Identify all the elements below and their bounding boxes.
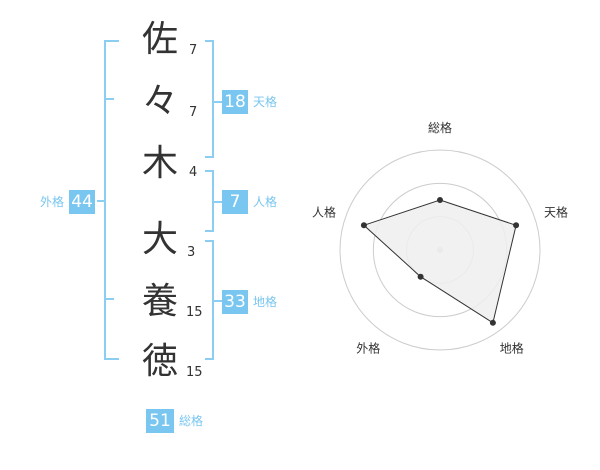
radar-point-2 [513,222,520,229]
radar-axis-label-2: 天格 [544,204,568,219]
radar-point-5 [360,222,367,229]
tenkaku-value: 18 [222,90,248,114]
radar-axis-label-5: 人格 [312,204,336,219]
name-char-4: 大 [141,219,178,260]
stroke-count-6: 15 [186,365,203,380]
radar-points [360,197,520,326]
gaikaku-result: 外格 44 [40,190,96,214]
radar-axis-label-3: 地格 [500,341,524,356]
jinkaku-result: 7 人格 [222,190,277,214]
jinkaku-label: 人格 [253,195,278,209]
chikaku-label: 地格 [253,295,278,309]
stroke-count-5: 15 [186,305,203,320]
soukaku-result: 51 総格 [146,409,203,433]
gaikaku-value: 44 [69,190,96,214]
stroke-count-1: 7 [189,43,198,58]
radar-point-4 [417,273,424,280]
radar-axis-label-4: 外格 [356,341,380,356]
name-char-3: 木 [141,143,178,184]
chikaku-value: 33 [222,290,248,314]
name-char-2: 々 [141,81,178,122]
gaikaku-label: 外格 [40,195,65,209]
stroke-count-2: 7 [189,105,198,120]
name-char-1: 佐 [141,19,178,60]
name-char-5: 養 [141,281,178,322]
tenkaku-result: 18 天格 [222,90,277,114]
soukaku-label: 総格 [179,414,204,428]
chikaku-result: 33 地格 [222,290,277,314]
radar-area [362,199,517,324]
jinkaku-value: 7 [222,190,248,214]
radar-axis-label-1: 総格 [428,120,452,135]
name-char-6: 徳 [141,341,178,382]
tenkaku-label: 天格 [253,95,278,109]
radar-ring-3 [339,149,541,351]
stroke-count-3: 4 [189,165,198,180]
soukaku-value: 51 [146,409,174,433]
radar-point-1 [437,197,443,203]
stroke-count-4: 3 [187,245,196,260]
radar-point-3 [489,319,496,326]
